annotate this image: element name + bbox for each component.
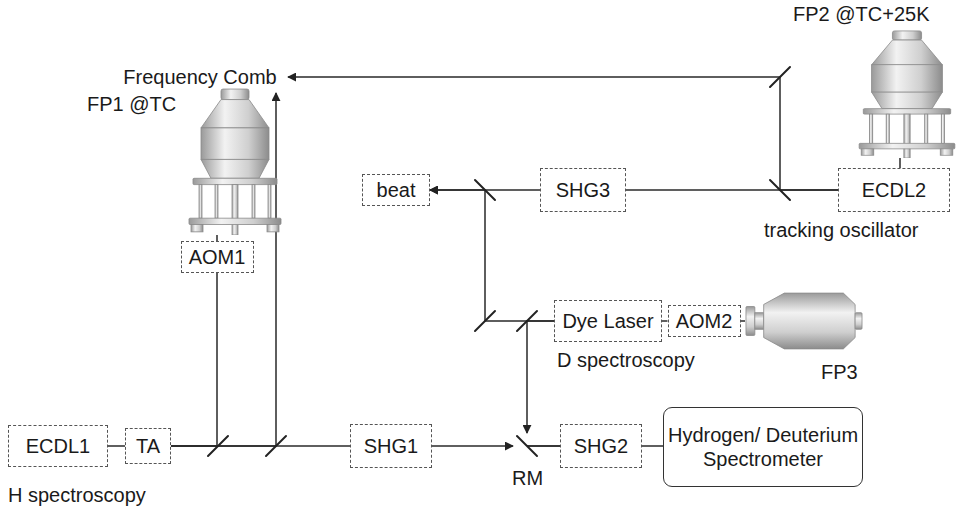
instrument-label: Frequency Comb — [112, 61, 288, 93]
component-box: SHG2 — [560, 424, 642, 468]
beam-splitter — [770, 180, 790, 200]
beam-line — [432, 445, 513, 447]
beam-line — [642, 445, 663, 447]
beam-path — [171, 446, 350, 447]
cavity-illustration — [745, 290, 863, 352]
beam-line — [430, 190, 554, 321]
box-label: Dye Laser — [562, 309, 653, 333]
beam-path — [171, 273, 217, 446]
beam-path — [430, 190, 554, 321]
caption-label: H spectroscopy — [8, 483, 146, 507]
beam-line — [899, 158, 901, 168]
box-label: beat — [377, 178, 416, 202]
box-label: SHG3 — [556, 178, 610, 202]
box-label: AOM1 — [189, 245, 246, 269]
flip-mirror — [517, 436, 537, 456]
beam-line — [527, 445, 560, 447]
beam-line — [527, 321, 554, 433]
box-label: SHG1 — [364, 434, 418, 458]
caption-label: tracking oscillator — [764, 218, 919, 242]
beam-splitter — [208, 436, 228, 456]
beam-line — [171, 273, 217, 446]
beam-path — [741, 321, 746, 322]
beam-path — [108, 446, 125, 447]
beam-splitter — [475, 180, 495, 200]
cavity-label: FP1 @TC — [87, 92, 176, 116]
beam-splitter — [266, 436, 286, 456]
component-label: RM — [512, 466, 543, 490]
cavity-illustration — [185, 88, 285, 235]
beam-line — [171, 445, 350, 447]
box-label: ECDL1 — [26, 434, 90, 458]
component-box: SHG1 — [350, 424, 432, 468]
mirror — [475, 311, 495, 331]
laser-box: ECDL2 — [838, 168, 950, 212]
beam-path — [642, 446, 663, 447]
beam-splitter — [517, 311, 537, 331]
spectrometer-box: Hydrogen/ Deuterium Spectrometer — [663, 407, 863, 487]
cavity-label: FP2 @TC+25K — [793, 2, 929, 26]
laser-box: ECDL1 — [8, 425, 108, 467]
detector-box: beat — [362, 174, 430, 206]
component-box: AOM1 — [181, 241, 254, 273]
beam-path — [900, 158, 901, 168]
component-box: TA — [125, 428, 171, 464]
mirror — [770, 67, 790, 87]
caption-label: D spectroscopy — [557, 348, 695, 372]
box-label: Hydrogen/ Deuterium Spectrometer — [664, 423, 862, 471]
cavity: FP3 — [745, 290, 863, 352]
cavity: FP2 @TC+25K — [855, 30, 959, 158]
box-label: AOM2 — [676, 309, 733, 333]
beam-line — [527, 445, 560, 447]
beam-line — [171, 93, 276, 446]
box-label: SHG2 — [574, 434, 628, 458]
beam-line — [741, 320, 746, 322]
box-label: TA — [136, 434, 160, 458]
cavity: FP1 @TC — [185, 88, 285, 235]
laser-box: Dye Laser — [554, 300, 662, 342]
box-label: Frequency Comb — [123, 65, 276, 89]
cavity-label: FP3 — [821, 360, 858, 384]
beam-path — [171, 93, 276, 446]
box-label: ECDL2 — [862, 178, 926, 202]
cavity-illustration — [855, 30, 959, 158]
beam-path — [432, 446, 560, 447]
beam-line — [108, 445, 125, 447]
component-box: SHG3 — [540, 168, 626, 212]
component-box: AOM2 — [668, 305, 741, 337]
